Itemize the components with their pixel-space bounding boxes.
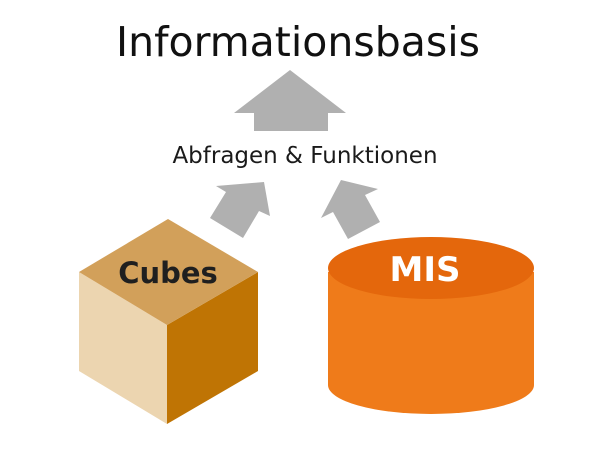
cylinder-label: MIS — [390, 250, 461, 290]
left-diagonal-arrow-icon — [210, 182, 270, 238]
mis-cylinder: MIS — [328, 237, 534, 414]
right-diagonal-arrow-icon — [321, 180, 380, 239]
up-arrow-icon — [234, 70, 346, 131]
cube-right-face — [167, 272, 258, 424]
cube-label: Cubes — [118, 256, 218, 290]
middle-label: Abfragen & Funktionen — [172, 143, 437, 169]
cylinder-body — [328, 272, 534, 414]
cube-left-face — [79, 272, 167, 424]
diagram-title: Informationsbasis — [116, 18, 480, 66]
cubes-block: Cubes — [79, 219, 258, 424]
cylinder-top — [328, 237, 534, 299]
cube-top-face — [79, 219, 258, 325]
